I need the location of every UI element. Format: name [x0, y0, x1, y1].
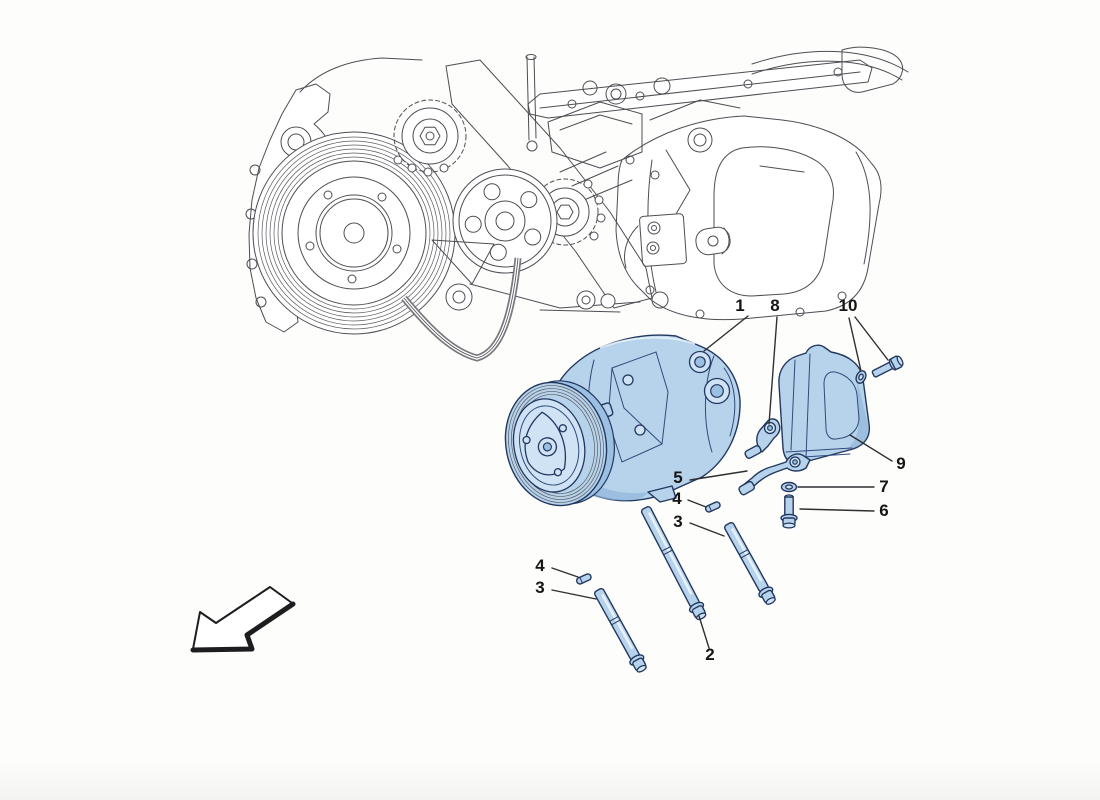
- callout-7: 7: [879, 477, 889, 496]
- part-bracket-5: [738, 453, 811, 496]
- callout-1: 1: [735, 296, 745, 315]
- callout-4-left: 4: [535, 556, 545, 575]
- callout-5: 5: [673, 468, 683, 487]
- callout-9: 9: [896, 454, 906, 473]
- part-bolt-2: [640, 506, 707, 621]
- part-pin-4-left: [575, 573, 592, 585]
- callout-6: 6: [879, 501, 889, 520]
- part-compressor: [504, 334, 741, 507]
- callout-4-mid: 4: [672, 489, 682, 508]
- part-heat-shield: [778, 344, 871, 465]
- part-washer-10: [855, 370, 867, 384]
- part-bracket-8: [744, 418, 781, 459]
- part-bolt-3-right: [724, 521, 776, 605]
- part-washer-7: [780, 481, 798, 493]
- part-bolt-6: [780, 494, 798, 529]
- engine-line-art: [245, 46, 909, 362]
- callout-10: 10: [838, 296, 858, 315]
- part-pin-4-right: [704, 501, 721, 513]
- direction-arrow-icon: [190, 586, 296, 653]
- callout-3-mid: 3: [673, 512, 683, 531]
- callout-2: 2: [705, 645, 715, 664]
- part-bolt-10: [871, 355, 904, 378]
- leader-lines: [551, 315, 893, 649]
- part-bolt-3-left: [594, 587, 647, 673]
- callout-8: 8: [770, 296, 780, 315]
- callout-3-left: 3: [535, 578, 545, 597]
